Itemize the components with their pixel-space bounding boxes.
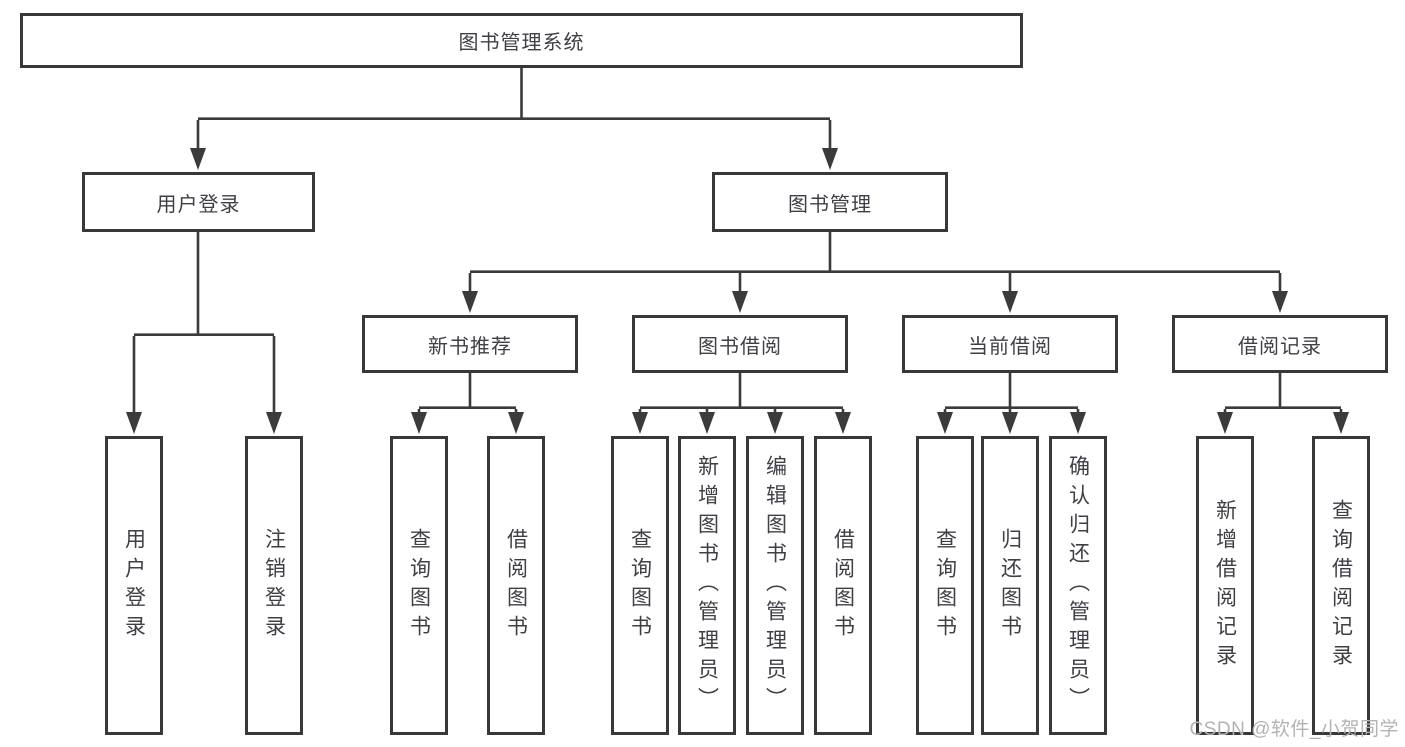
leaf-label: 编辑图书（管理员） <box>763 455 787 716</box>
leaf-add-books-admin: 新增图书（管理员） <box>678 436 736 735</box>
leaf-borrow-books: 借阅图书 <box>814 436 872 735</box>
leaf-label: 用户登录 <box>122 527 146 644</box>
leaf-label: 新增图书（管理员） <box>695 455 719 716</box>
leaf-label: 查询图书 <box>628 527 652 644</box>
leaf-query-borrow-record: 查询借阅记录 <box>1312 436 1370 735</box>
node-library-system: 图书管理系统 <box>20 13 1023 68</box>
leaf-label: 借阅图书 <box>504 527 528 644</box>
leaf-label: 新增借阅记录 <box>1213 498 1237 673</box>
leaf-edit-books-admin: 编辑图书（管理员） <box>746 436 804 735</box>
leaf-label: 归还图书 <box>998 527 1022 644</box>
leaf-query-books-recommend: 查询图书 <box>390 436 448 735</box>
leaf-label: 查询借阅记录 <box>1329 498 1353 673</box>
leaf-query-books-current: 查询图书 <box>916 436 974 735</box>
node-borrow-records: 借阅记录 <box>1172 315 1388 373</box>
node-label: 图书借阅 <box>698 335 782 358</box>
leaf-add-borrow-record: 新增借阅记录 <box>1196 436 1254 735</box>
leaf-query-books-borrow: 查询图书 <box>611 436 669 735</box>
node-label: 图书管理 <box>788 193 872 216</box>
leaf-logout: 注销登录 <box>245 436 303 735</box>
node-new-book-recommend: 新书推荐 <box>362 315 578 373</box>
leaf-return-books: 归还图书 <box>981 436 1039 735</box>
leaf-user-login: 用户登录 <box>105 436 163 735</box>
node-book-management: 图书管理 <box>712 172 948 232</box>
node-label: 用户登录 <box>156 193 241 216</box>
leaf-label: 查询图书 <box>933 527 957 644</box>
leaf-label: 注销登录 <box>262 527 286 644</box>
leaf-label: 确认归还（管理员） <box>1066 455 1090 716</box>
node-label: 借阅记录 <box>1238 335 1322 358</box>
node-label: 当前借阅 <box>968 335 1052 358</box>
node-current-borrow: 当前借阅 <box>902 315 1118 373</box>
leaf-label: 查询图书 <box>407 527 431 644</box>
node-label: 新书推荐 <box>428 335 512 358</box>
node-label: 图书管理系统 <box>458 32 585 54</box>
node-user-login-module: 用户登录 <box>82 172 315 232</box>
leaf-borrow-books-recommend: 借阅图书 <box>487 436 545 735</box>
node-book-borrow: 图书借阅 <box>632 315 848 373</box>
leaf-confirm-return-admin: 确认归还（管理员） <box>1049 436 1107 735</box>
csdn-watermark: CSDN @软件_小贺同学 <box>1189 719 1399 740</box>
leaf-label: 借阅图书 <box>831 527 855 644</box>
